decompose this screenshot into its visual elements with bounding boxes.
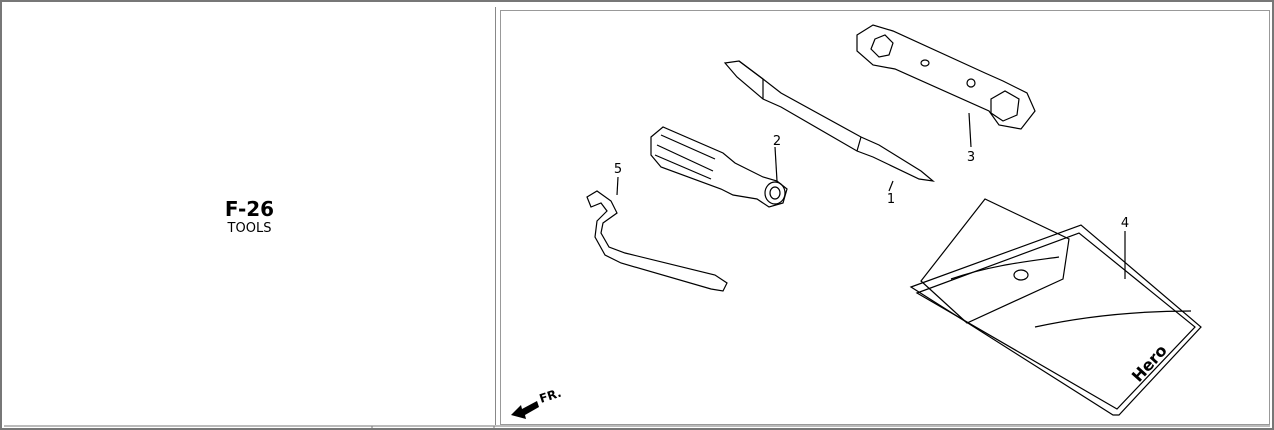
screwdriver-part: [723, 60, 936, 182]
callout-4: 4: [1121, 216, 1129, 231]
callout-1: 1: [887, 192, 895, 207]
tool-bag-part: [909, 198, 1202, 416]
leader-2: [774, 146, 778, 182]
leader-3: [968, 112, 972, 148]
section-title-panel: F-26 TOOLS: [4, 7, 496, 425]
front-direction-label: FR.: [538, 386, 563, 406]
front-arrow-icon: [511, 401, 539, 419]
leader-5: [616, 176, 619, 196]
spanner-part: [586, 190, 728, 292]
leader-1: [888, 180, 894, 192]
callout-2: 2: [773, 134, 781, 149]
table-bottom-rule: [4, 425, 1270, 430]
callout-5: 5: [614, 162, 622, 177]
section-title: F-26 TOOLS: [4, 197, 495, 237]
callout-3: 3: [967, 150, 975, 165]
section-name: TOOLS: [227, 221, 272, 236]
tools-diagram: 1 2 3 4 5 Hero FR.: [511, 24, 1202, 419]
exploded-diagram-panel: 1 2 3 4 5 Hero FR.: [500, 10, 1270, 425]
handle-part: [650, 126, 788, 208]
bag-brand-label: Hero: [1128, 341, 1171, 386]
front-direction-indicator: FR.: [511, 386, 563, 419]
wrench-part: [856, 24, 1036, 130]
section-code: F-26: [224, 197, 275, 221]
